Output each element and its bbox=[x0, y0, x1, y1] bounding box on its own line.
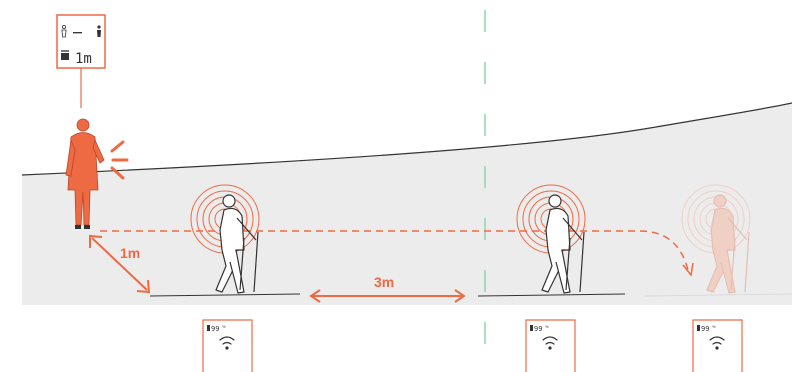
walking-person-icon bbox=[97, 25, 101, 37]
battery-percent: 99 bbox=[701, 325, 709, 333]
battery-icon bbox=[61, 50, 69, 60]
receiver-display: ▬▬▬ 1m bbox=[57, 15, 105, 108]
battery-unit: % bbox=[545, 324, 549, 329]
battery-percent: 99 bbox=[211, 325, 219, 333]
spacing-3m-label: 3m bbox=[374, 274, 394, 290]
battery-percent: 99 bbox=[534, 325, 542, 333]
distance-1m-label: 1m bbox=[120, 245, 140, 261]
device-panel-3: 99 % bbox=[693, 320, 742, 372]
snow-slope bbox=[22, 103, 792, 305]
device-panel-1: 99 % bbox=[203, 320, 252, 372]
display-separator: ▬▬▬ bbox=[73, 30, 82, 36]
device-panel-2: 99 % bbox=[526, 320, 575, 372]
display-distance: 1m bbox=[75, 51, 92, 67]
battery-unit: % bbox=[222, 324, 226, 329]
battery-unit: % bbox=[712, 324, 716, 329]
